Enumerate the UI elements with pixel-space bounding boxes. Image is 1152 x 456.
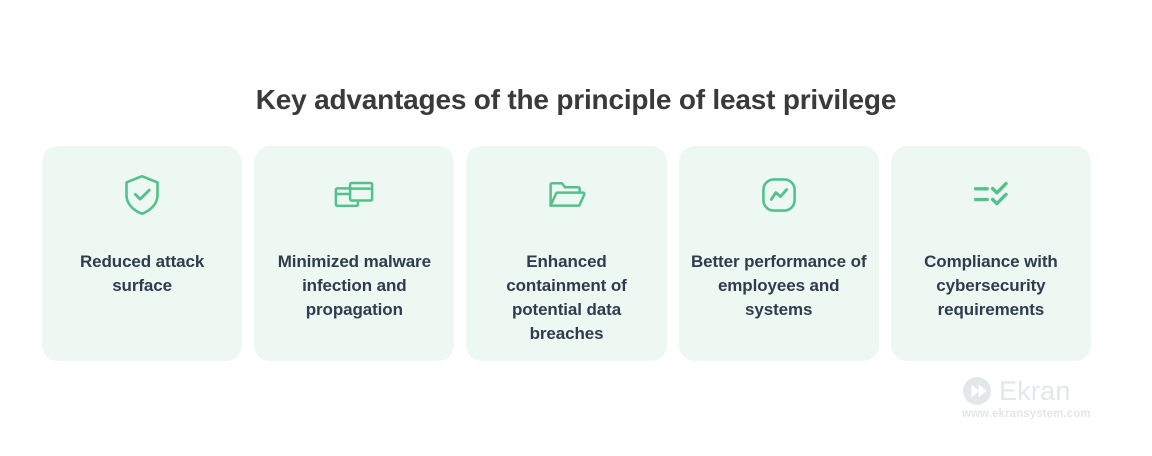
logo-row: Ekran (962, 376, 1102, 406)
open-folder-icon (544, 172, 590, 218)
shield-check-icon (119, 172, 165, 218)
performance-trend-icon (756, 172, 802, 218)
advantage-card-row: Reduced attack surface Minimized malware… (42, 146, 1092, 361)
advantage-card: Reduced attack surface (42, 146, 243, 361)
advantage-card-label: Reduced attack surface (79, 252, 205, 295)
logo-wordmark: Ekran (999, 376, 1071, 406)
overlapping-windows-icon (331, 172, 377, 218)
checklist-icon (968, 172, 1014, 218)
ekran-chevron-logo-icon (962, 376, 992, 406)
page-title: Key advantages of the principle of least… (255, 84, 897, 115)
advantage-card: Better performance of employees and syst… (678, 146, 879, 361)
advantage-card: Enhanced containment of potential data b… (466, 146, 667, 361)
advantage-card: Compliance with cybersecurity requiremen… (890, 146, 1092, 361)
advantage-card-label: Minimized malware infection and propagat… (277, 252, 431, 319)
ekran-watermark: Ekran www.ekransystem.com (962, 376, 1102, 424)
advantage-card-label: Enhanced containment of potential data b… (506, 252, 627, 343)
advantage-card-label: Better performance of employees and syst… (690, 252, 867, 319)
logo-url: www.ekransystem.com (962, 408, 1091, 420)
advantage-card-label: Compliance with cybersecurity requiremen… (924, 252, 1058, 319)
advantage-card: Minimized malware infection and propagat… (254, 146, 455, 361)
